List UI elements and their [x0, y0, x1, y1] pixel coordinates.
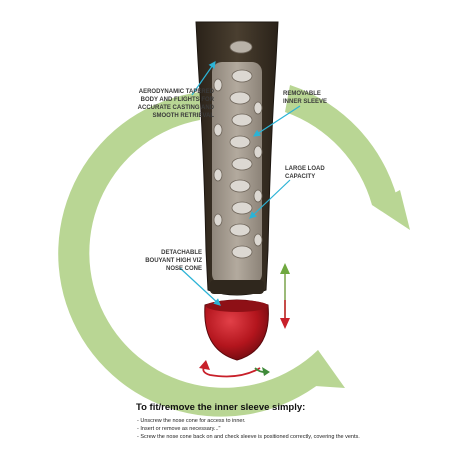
callout-nose-cone: DETACHABLE BOUYANT HIGH VIZ NOSE CONE	[145, 250, 202, 272]
sleeve-collar	[210, 280, 264, 294]
green-swoosh	[58, 85, 410, 417]
instruction-step: - Insert or remove as necessary..."	[137, 426, 221, 432]
nose-cone	[204, 299, 269, 361]
vertical-double-arrow-icon	[280, 263, 290, 329]
callout-aerodynamic-body: AERODYNAMIC TAPERED BODY AND FLIGHTS FOR…	[137, 89, 214, 119]
instruction-step: - Screw the nose cone back on and check …	[137, 434, 360, 440]
instructions-title: To fit/remove the inner sleeve simply:	[136, 402, 306, 413]
vent-holes	[213, 40, 263, 259]
callout-removable-sleeve: REMOVABLE INNER SLEEVE	[283, 91, 328, 105]
callout-load-capacity: LARGE LOAD CAPACITY	[285, 166, 325, 180]
instruction-step: - Unscrew the nose cone for access to in…	[137, 418, 246, 424]
rotation-arrow-icon	[199, 360, 270, 378]
instructions-list: - Unscrew the nose cone for access to in…	[137, 418, 367, 442]
callout-leader-lines	[179, 61, 301, 306]
